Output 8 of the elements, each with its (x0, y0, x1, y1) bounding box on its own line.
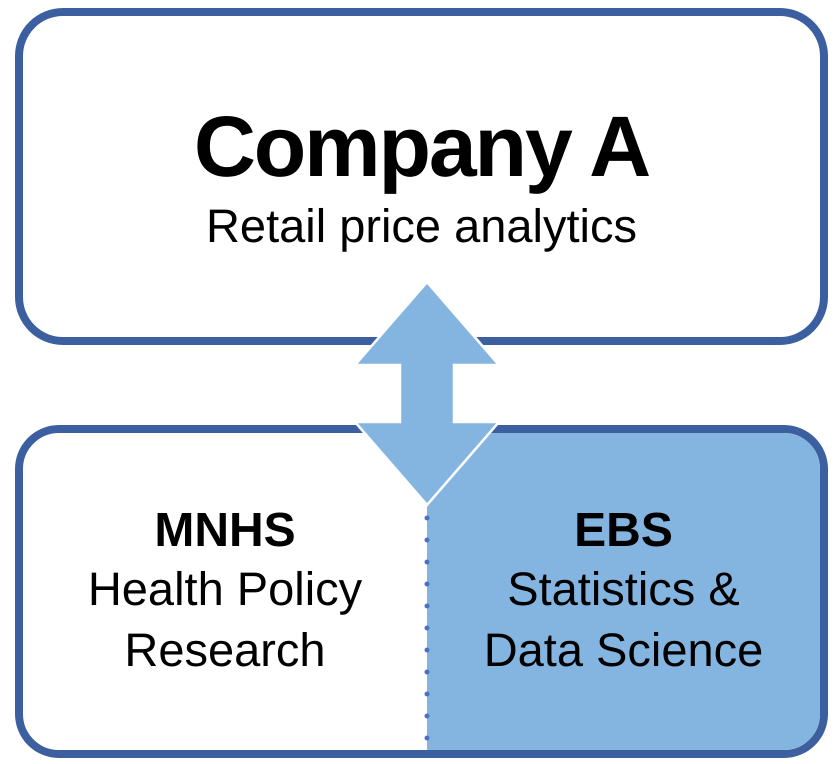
subtitle: Retail price analytics (206, 200, 637, 252)
group-box (15, 425, 828, 758)
subtitle: Statistics & Data Science (482, 561, 764, 678)
heading: EBS (574, 503, 673, 558)
partner-panel (427, 433, 820, 750)
subtitle: Health Policy Research (86, 561, 364, 678)
title-box (15, 8, 828, 345)
heading: MNHS (154, 503, 296, 558)
